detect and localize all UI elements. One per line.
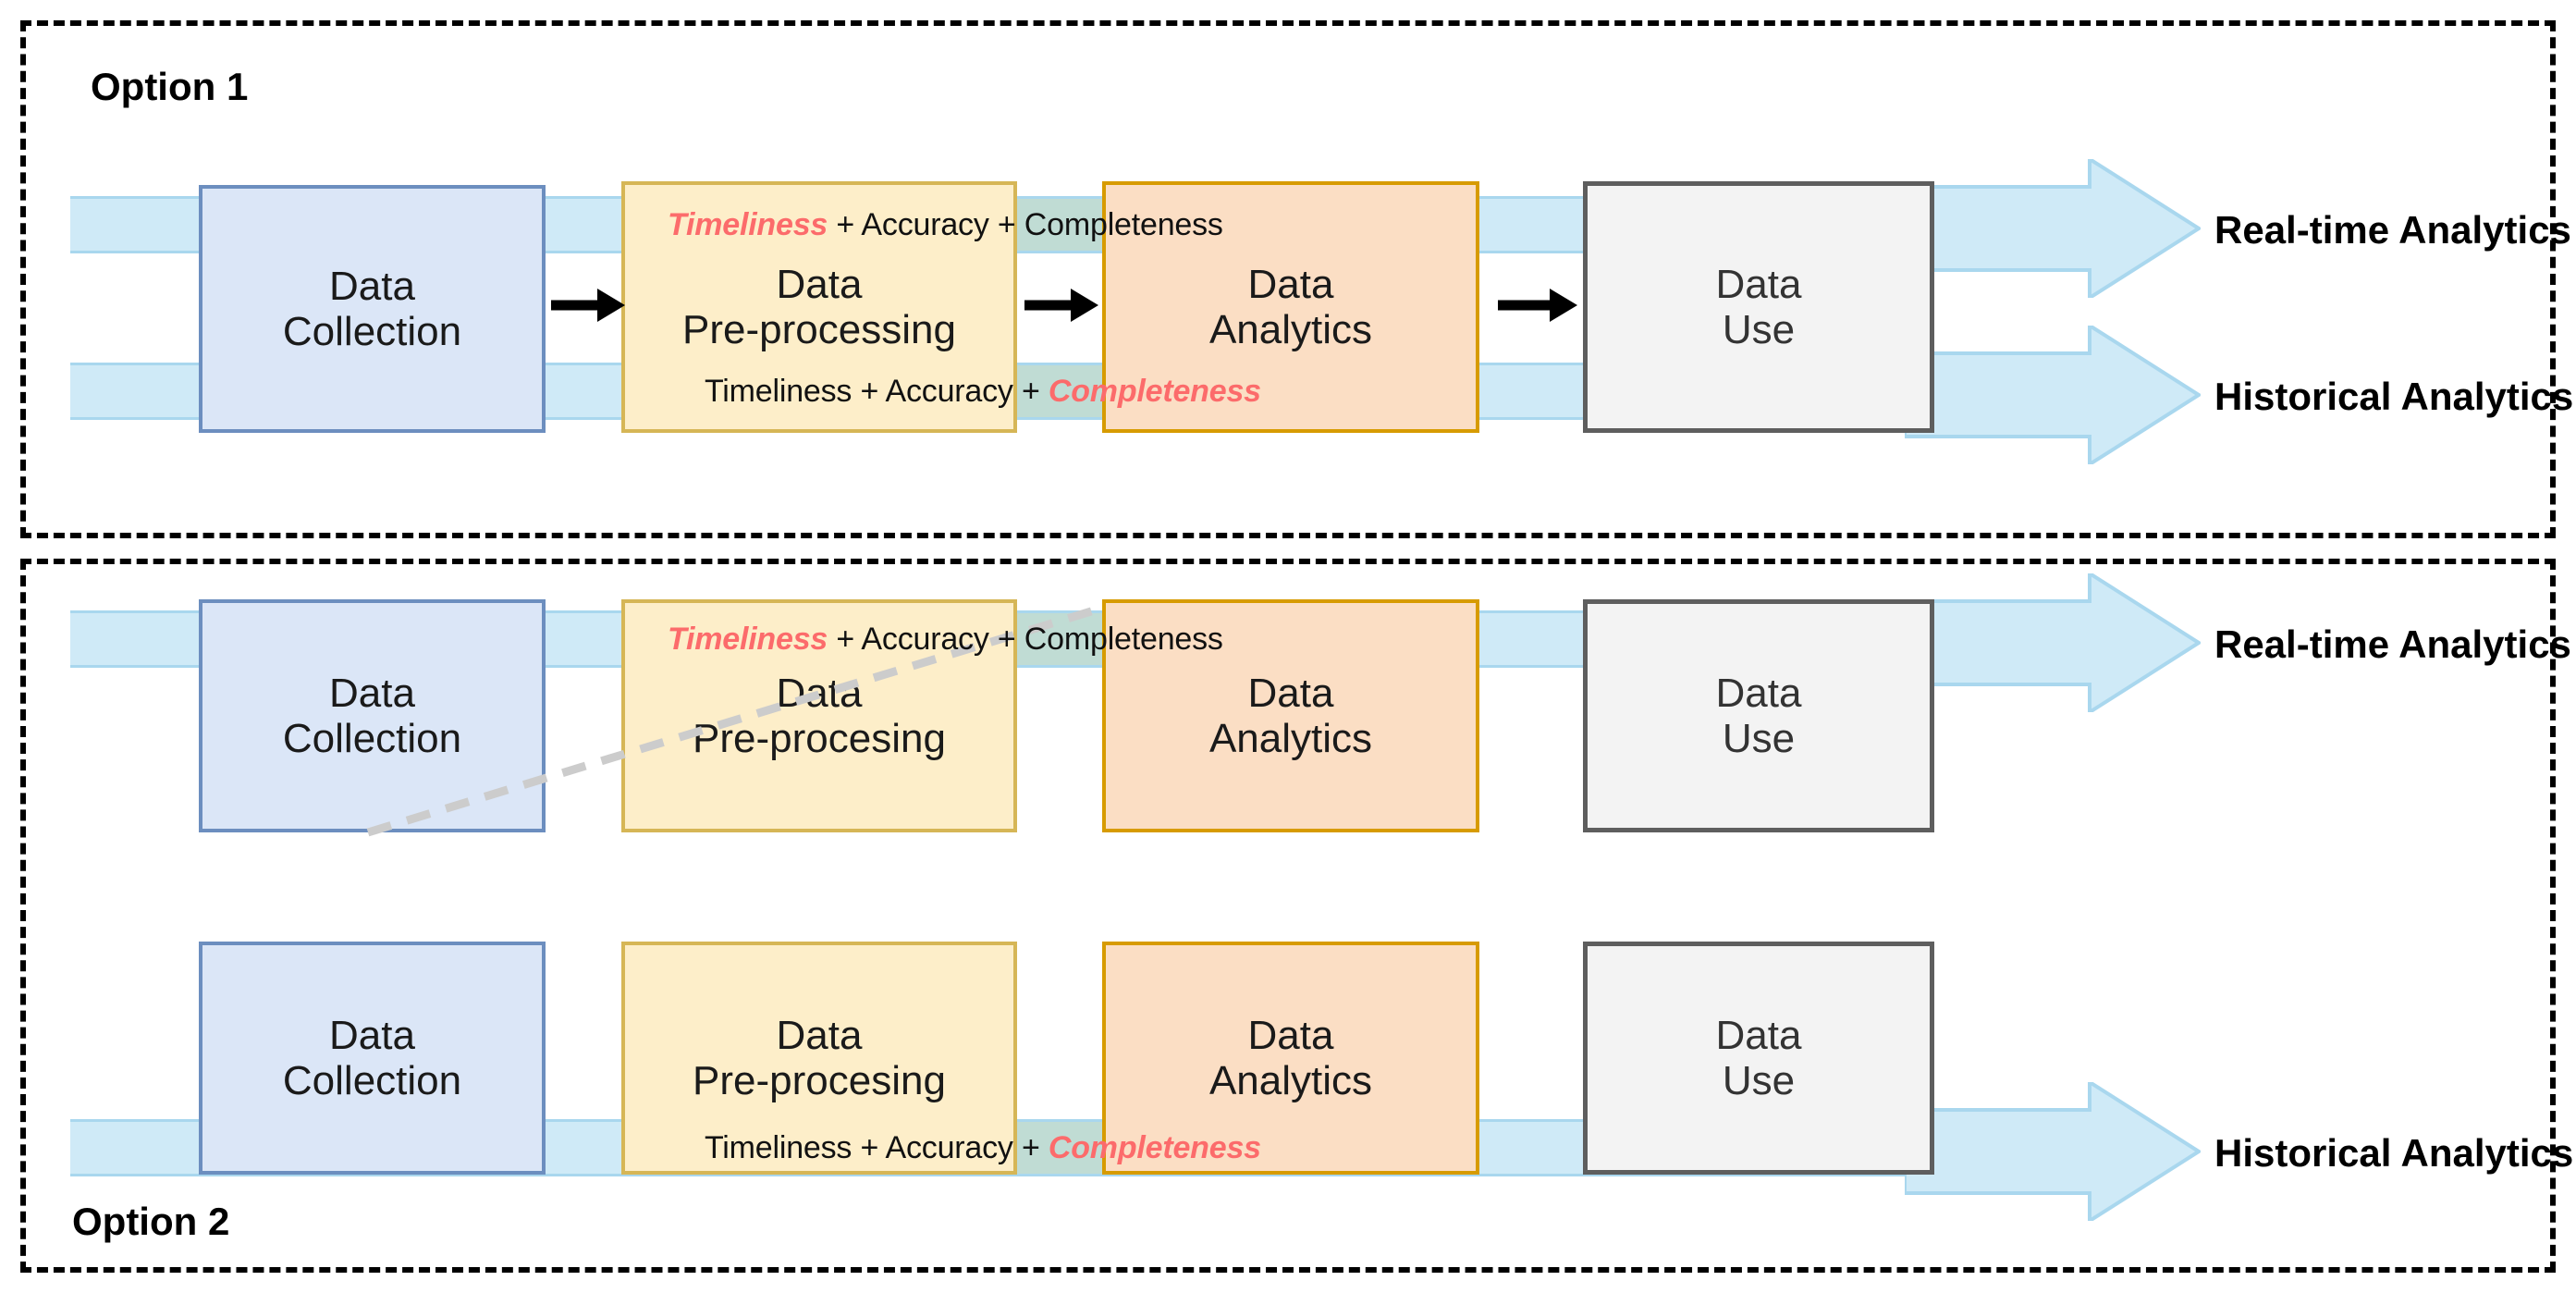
stage-line-1: Data xyxy=(1715,1012,1802,1058)
quality-part-timeliness: Timeliness xyxy=(668,207,828,242)
option-2-historical-arrow xyxy=(1905,1082,2201,1221)
option-2-top-stage-data-collection[interactable]: Data Collection xyxy=(199,599,546,832)
stage-line-1: Data xyxy=(329,670,415,716)
quality-part-completeness: Completeness xyxy=(1024,207,1223,242)
option-1-historical-quality-text: Timeliness + Accuracy + Completeness xyxy=(705,374,1261,410)
option-2-top-stage-data-preprocessing[interactable]: Data Pre-procesing xyxy=(621,599,1017,832)
option-1-frame xyxy=(20,20,2556,538)
quality-sep-1: + xyxy=(828,207,862,242)
stage-line-1: Data xyxy=(1247,261,1334,307)
option-2-historical-quality-text: Timeliness + Accuracy + Completeness xyxy=(705,1130,1261,1166)
stage-line-2: Use xyxy=(1722,307,1796,352)
quality-part-timeliness: Timeliness xyxy=(668,622,828,657)
quality-sep-2: + xyxy=(1012,374,1049,409)
option-1-stage-data-use[interactable]: Data Use xyxy=(1583,181,1934,433)
stage-line-1: Data xyxy=(329,1012,415,1058)
option-1-stage-data-preprocessing[interactable]: Data Pre-processing xyxy=(621,181,1017,433)
option-2-top-stage-data-analytics[interactable]: Data Analytics xyxy=(1102,599,1479,832)
quality-sep-2: + xyxy=(988,622,1024,657)
stage-line-1: Data xyxy=(1247,1012,1334,1058)
option-1-stage-data-collection[interactable]: Data Collection xyxy=(199,185,546,433)
stage-line-2: Collection xyxy=(282,1058,462,1103)
option-2-bottom-stage-data-preprocessing[interactable]: Data Pre-procesing xyxy=(621,942,1017,1175)
stage-line-1: Data xyxy=(1715,261,1802,307)
option-1-stage-data-analytics[interactable]: Data Analytics xyxy=(1102,181,1479,433)
option-1-realtime-flow-label: Real-time Analytics xyxy=(2214,208,2571,252)
quality-part-completeness: Completeness xyxy=(1048,374,1261,409)
option-2-realtime-flow-label: Real-time Analytics xyxy=(2214,622,2571,666)
stage-line-2: Use xyxy=(1722,1058,1796,1103)
option-2-top-stage-data-use[interactable]: Data Use xyxy=(1583,599,1934,832)
stage-line-1: Data xyxy=(776,1012,863,1058)
option-1-connector-arrow-3 xyxy=(1498,277,1577,338)
option-1-historical-arrow xyxy=(1905,326,2201,464)
option-2-realtime-quality-text: Timeliness + Accuracy + Completeness xyxy=(668,622,1223,658)
option-1-connector-arrow-2 xyxy=(1024,277,1098,338)
stage-line-2: Analytics xyxy=(1208,307,1373,352)
option-2-bottom-stage-data-use[interactable]: Data Use xyxy=(1583,942,1934,1175)
stage-line-1: Data xyxy=(776,670,863,716)
option-1-label: Option 1 xyxy=(91,65,249,108)
option-2-bottom-stage-data-analytics[interactable]: Data Analytics xyxy=(1102,942,1479,1175)
option-2-frame xyxy=(20,559,2556,1273)
stage-line-2: Analytics xyxy=(1208,1058,1373,1103)
quality-part-timeliness: Timeliness xyxy=(705,374,853,409)
option-2-bottom-stage-data-collection[interactable]: Data Collection xyxy=(199,942,546,1175)
quality-part-accuracy: Accuracy xyxy=(861,622,989,657)
quality-sep-1: + xyxy=(852,374,886,409)
option-2-diagonal-dashed-connector xyxy=(351,599,1165,844)
quality-part-timeliness: Timeliness xyxy=(705,1130,853,1165)
quality-part-completeness: Completeness xyxy=(1048,1130,1261,1165)
option-1-realtime-arrow xyxy=(1905,159,2201,298)
stage-line-2: Use xyxy=(1722,716,1796,761)
option-2-realtime-arrow xyxy=(1905,573,2201,712)
stage-line-2: Pre-processing xyxy=(682,307,956,352)
stage-line-2: Pre-procesing xyxy=(693,1058,946,1103)
quality-part-accuracy: Accuracy xyxy=(885,374,1013,409)
option-2-label: Option 2 xyxy=(72,1200,230,1243)
stage-line-2: Collection xyxy=(282,309,462,354)
quality-sep-2: + xyxy=(1012,1130,1049,1165)
option-1-realtime-quality-text: Timeliness + Accuracy + Completeness xyxy=(668,207,1223,243)
quality-sep-2: + xyxy=(988,207,1024,242)
stage-line-2: Analytics xyxy=(1208,716,1373,761)
quality-part-completeness: Completeness xyxy=(1024,622,1223,657)
stage-line-1: Data xyxy=(1247,670,1334,716)
stage-line-2: Collection xyxy=(282,716,462,761)
quality-part-accuracy: Accuracy xyxy=(885,1130,1013,1165)
quality-sep-1: + xyxy=(828,622,862,657)
stage-line-1: Data xyxy=(1715,670,1802,716)
option-1-historical-flow-label: Historical Analytics xyxy=(2214,375,2574,418)
quality-sep-1: + xyxy=(852,1130,886,1165)
stage-line-1: Data xyxy=(776,261,863,307)
option-1-connector-arrow-1 xyxy=(551,277,625,338)
option-2-historical-flow-label: Historical Analytics xyxy=(2214,1131,2574,1175)
quality-part-accuracy: Accuracy xyxy=(861,207,989,242)
stage-line-1: Data xyxy=(329,263,415,309)
